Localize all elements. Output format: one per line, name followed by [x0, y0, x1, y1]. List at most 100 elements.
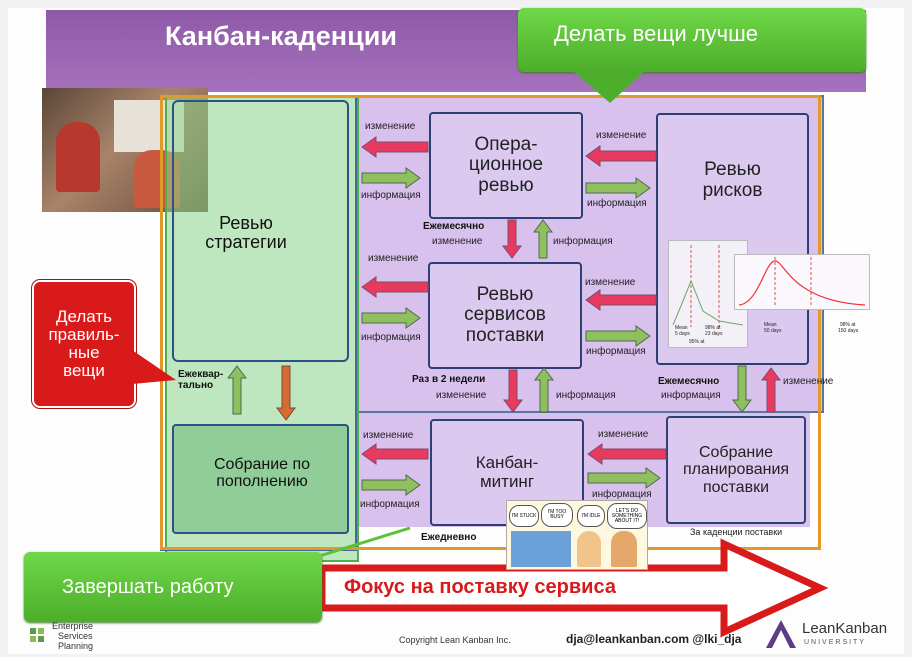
- chart-label-98b: 98% at: [840, 322, 856, 328]
- slide-title: Канбан-каденции: [165, 21, 397, 51]
- change-arrow-risk-ops: [585, 145, 657, 167]
- video-person: [56, 122, 100, 192]
- label-info-6: информация: [556, 390, 616, 401]
- info-arrow-risk-planning: [732, 365, 752, 413]
- service-review-box: Ревью сервисов поставки: [428, 262, 582, 369]
- label-monthly-2: Ежемесячно: [658, 376, 720, 387]
- label-info-2: информация: [587, 198, 647, 209]
- comic-person-2: [611, 531, 637, 567]
- esp-logo-line-2: Services: [58, 631, 93, 641]
- esp-logo-icon: [30, 628, 44, 642]
- lk-logo-brand: LeanKanban: [802, 620, 888, 637]
- change-arrow-strategy-replen: [276, 365, 296, 421]
- contact-text: dja@leankanban.com @lki_dja: [566, 632, 742, 646]
- info-arrow-ops-service: [533, 219, 553, 259]
- change-arrow-kanban-replen: [361, 443, 429, 465]
- label-change-8: изменение: [363, 430, 414, 441]
- right-things-callout-text: Делать правиль-ные вещи: [48, 307, 120, 380]
- label-monthly-1: Ежемесячно: [423, 221, 485, 232]
- comic-bubble-3: I'M IDLE: [577, 505, 605, 527]
- change-arrow-service-ops: [502, 219, 522, 259]
- label-change-1: изменение: [365, 121, 416, 132]
- info-arrow-strategy-ops: [361, 167, 421, 189]
- label-quarterly: Ежеквар-тально: [178, 369, 224, 391]
- strategy-label: Ревью стратегии: [205, 213, 287, 253]
- chart-label-mean-2: Mean: [764, 322, 777, 328]
- label-change-7: изменение: [783, 376, 834, 387]
- chart-label-150days: 150 days: [838, 328, 859, 334]
- risk-chart-thumbnail-2: [734, 254, 870, 310]
- replenishment-label: Собрание по пополнению: [213, 456, 311, 491]
- change-arrow-planning-kanban: [587, 443, 667, 465]
- delivery-planning-box: Собрание планирования поставки: [666, 416, 806, 524]
- lk-logo-icon: [766, 620, 796, 648]
- label-change-3: изменение: [432, 236, 483, 247]
- comic-text-4: LET'S DO SOMETHING ABOUT IT!: [611, 507, 643, 524]
- operations-review-box: Опера-ционное ревью: [429, 112, 583, 219]
- cadence-frame: [160, 95, 821, 550]
- replenishment-box: [172, 424, 349, 534]
- chart-label-50days: 50 days: [764, 328, 782, 334]
- label-change-2: изменение: [596, 130, 647, 141]
- info-arrow-service-kanban: [534, 367, 554, 413]
- kanban-meeting-label: Канбан-митинг: [475, 453, 539, 491]
- chart-label-23days: 23 days: [705, 331, 723, 337]
- label-delivery-cadence: За каденции поставки: [690, 527, 783, 537]
- comic-bubble-2: I'M TOO BUSY: [541, 503, 573, 527]
- label-change-5: изменение: [585, 277, 636, 288]
- label-change-6: изменение: [436, 390, 487, 401]
- service-review-label: Ревью сервисов поставки: [464, 283, 546, 346]
- comic-text-3: I'M IDLE: [581, 512, 601, 519]
- label-biweekly: Раз в 2 недели: [412, 374, 486, 385]
- label-info-7: информация: [661, 390, 721, 401]
- chart-label-95: 95% at: [689, 339, 705, 345]
- change-arrow-risk-service: [585, 289, 657, 311]
- label-change-4: изменение: [368, 253, 419, 264]
- comic-person-1: [577, 531, 601, 567]
- lk-logo-sub: UNIVERSITY: [804, 639, 867, 646]
- operations-review-label: Опера-ционное ревью: [468, 133, 544, 196]
- comic-board: [511, 531, 571, 567]
- comic-text-1: I'M STUCK: [511, 512, 537, 519]
- finish-callout-text: Завершать работу: [62, 575, 234, 598]
- esp-logo-line-1: Enterprise: [52, 621, 94, 631]
- label-info-4: информация: [361, 332, 421, 343]
- chart-label-5days: 5 days: [675, 331, 690, 337]
- chart-label-98: 98% at: [705, 325, 721, 331]
- focus-arrow: [318, 538, 829, 638]
- risk-chart-thumbnail-plot: [672, 245, 744, 327]
- comic-bubble-4: LET'S DO SOMETHING ABOUT IT!: [607, 503, 647, 529]
- label-info-5: информация: [586, 346, 646, 357]
- strategy-box: [172, 100, 349, 362]
- info-arrow-replen-kanban: [361, 474, 421, 496]
- better-callout-text: Делать вещи лучше: [554, 21, 759, 46]
- comic-bubble-1: I'M STUCK: [509, 505, 539, 527]
- label-info-8: информация: [360, 499, 420, 510]
- change-arrow-planning-risk: [761, 367, 781, 413]
- esp-logo-line-3: Planning: [58, 641, 94, 651]
- label-info-3: информация: [553, 236, 613, 247]
- lk-logo: LeanKanban UNIVERSITY: [764, 614, 894, 654]
- label-info-1: информация: [361, 190, 421, 201]
- finish-callout: Завершать работу: [24, 552, 322, 622]
- info-arrow-service-risk: [585, 325, 651, 347]
- info-arrow-replen-strategy: [227, 365, 247, 415]
- chart-label-mean: Mean: [675, 325, 688, 331]
- risk-review-label: Ревью рисков: [702, 159, 763, 201]
- right-things-callout: Делать правиль-ные вещи: [31, 279, 137, 409]
- delivery-planning-label: Собрание планирования поставки: [682, 444, 790, 496]
- change-arrow-ops-strategy: [361, 136, 429, 158]
- change-arrow-service-strategy: [361, 276, 429, 298]
- focus-arrow-text: Фокус на поставку сервиса: [344, 576, 616, 598]
- label-info-9: информация: [592, 489, 652, 500]
- info-arrow-ops-risk: [585, 177, 651, 199]
- info-arrow-strategy-service: [361, 307, 421, 329]
- change-arrow-kanban-service: [503, 369, 523, 413]
- copyright-text: Copyright Lean Kanban Inc.: [399, 635, 511, 645]
- better-callout: Делать вещи лучше: [518, 8, 866, 72]
- risk-chart-thumbnail-2-plot: [738, 257, 866, 306]
- label-daily: Ежедневно: [421, 532, 477, 543]
